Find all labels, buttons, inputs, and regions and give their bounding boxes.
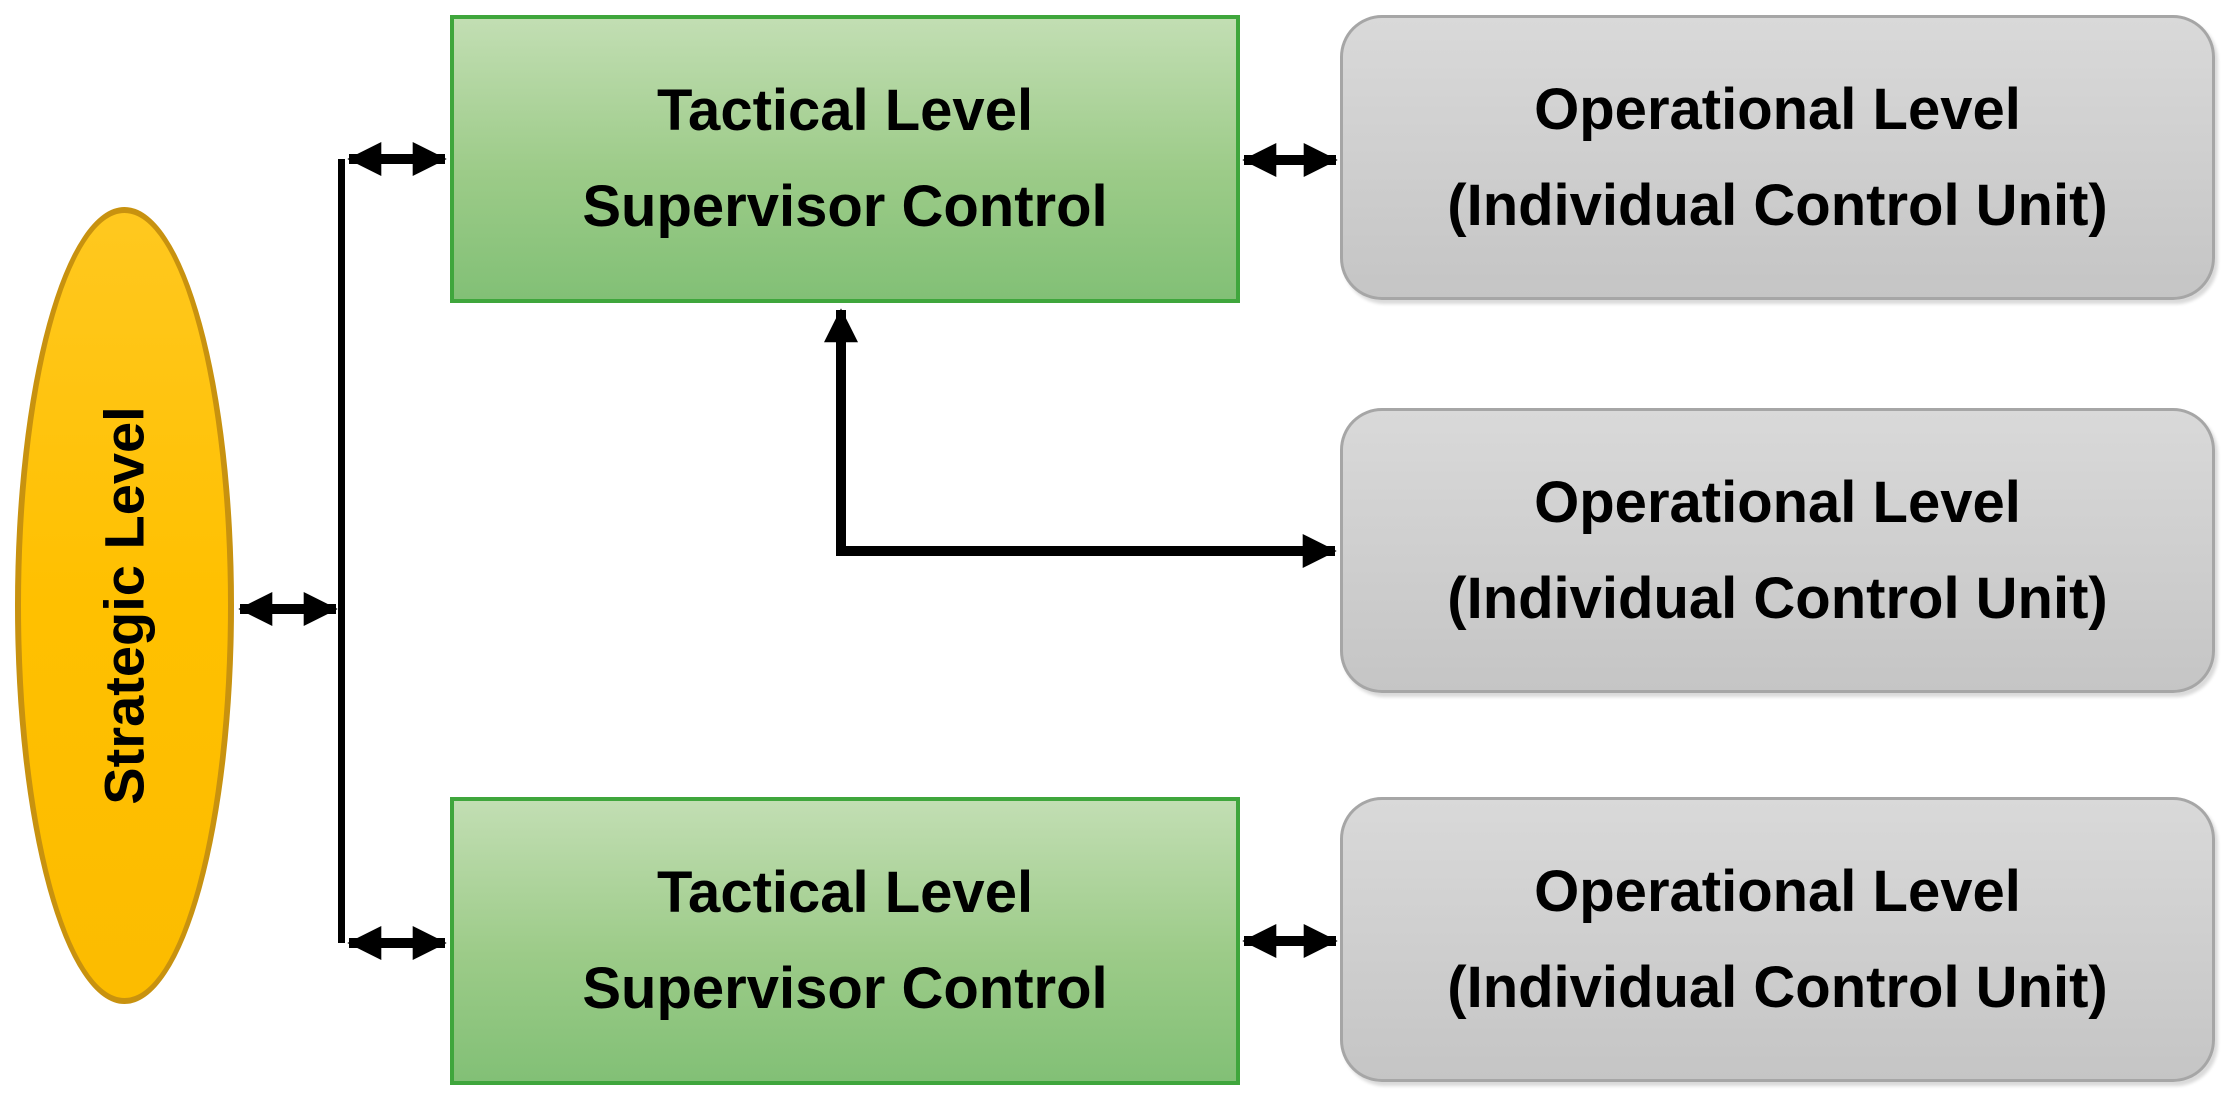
operational-bottom-label-line2: (Individual Control Unit) (1447, 954, 2108, 1020)
operational-top-label-line2: (Individual Control Unit) (1447, 172, 2108, 238)
tactical-level-bottom-node: Tactical Level Supervisor Control (450, 797, 1240, 1085)
tactical-bottom-label-line1: Tactical Level (656, 860, 1034, 925)
operational-top-label-line1: Operational Level (1534, 76, 2021, 142)
tactical-bottom-label-line2: Supervisor Control (582, 956, 1108, 1021)
operational-level-top-node: Operational Level (Individual Control Un… (1340, 15, 2215, 300)
tactical-level-top-node: Tactical Level Supervisor Control (450, 15, 1240, 303)
strategic-level-node: Strategic Level (15, 207, 234, 1004)
operational-level-middle-node: Operational Level (Individual Control Un… (1340, 408, 2215, 693)
operational-level-bottom-node: Operational Level (Individual Control Un… (1340, 797, 2215, 1082)
strategic-level-label: Strategic Level (93, 406, 156, 805)
tactical-top-label-line1: Tactical Level (656, 78, 1034, 143)
operational-middle-label-line2: (Individual Control Unit) (1447, 565, 2108, 631)
operational-bottom-label-line1: Operational Level (1534, 858, 2021, 924)
operational-middle-label-line1: Operational Level (1534, 469, 2021, 535)
tactical-top-label-line2: Supervisor Control (582, 174, 1108, 239)
